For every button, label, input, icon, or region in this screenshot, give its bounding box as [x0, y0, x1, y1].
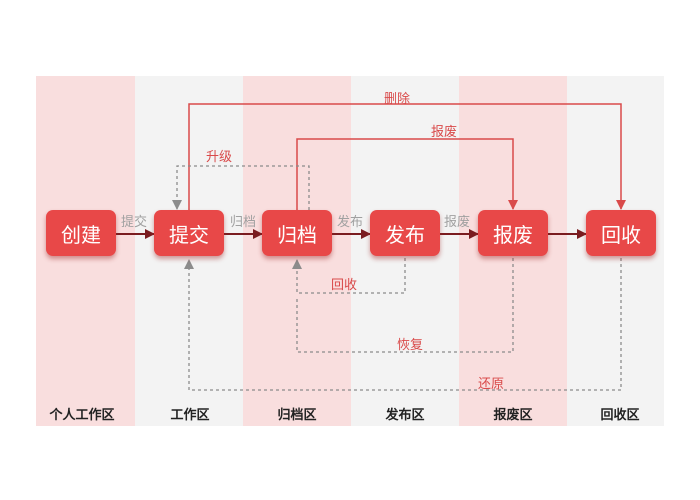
node-submit[interactable]: 提交 — [154, 210, 224, 256]
lane-label-scrap: 报废区 — [493, 408, 533, 423]
edge-label-restore: 恢复 — [397, 338, 424, 353]
edge-label-return: 还原 — [478, 377, 505, 392]
edge-label-upgrade: 升级 — [206, 150, 233, 165]
edge-label-scrap-top: 报废 — [431, 125, 458, 140]
lane-label-personal-workspace: 个人工作区 — [49, 408, 115, 423]
lane-label-archive: 归档区 — [277, 408, 317, 423]
edge-label-publish: 发布 — [337, 215, 364, 230]
node-scrap[interactable]: 报废 — [478, 210, 548, 256]
lane-label-workspace: 工作区 — [170, 408, 210, 423]
edge-upgrade — [172, 165, 310, 210]
edge-label-recycle: 回收 — [331, 278, 358, 293]
edge-label-scrap: 报废 — [444, 215, 471, 230]
edge-label-delete: 删除 — [384, 92, 411, 107]
edge-scrap-top — [296, 138, 518, 210]
edge-label-submit: 提交 — [121, 215, 148, 230]
edge-delete — [188, 103, 626, 210]
edge-return — [184, 258, 622, 391]
node-create[interactable]: 创建 — [46, 210, 116, 256]
edge-restore — [296, 258, 514, 353]
node-recycle[interactable]: 回收 — [586, 210, 656, 256]
node-archive[interactable]: 归档 — [262, 210, 332, 256]
lane-label-recycle: 回收区 — [600, 408, 640, 423]
lane-label-publish: 发布区 — [385, 408, 425, 423]
edge-label-archive: 归档 — [230, 215, 257, 230]
node-publish[interactable]: 发布 — [370, 210, 440, 256]
